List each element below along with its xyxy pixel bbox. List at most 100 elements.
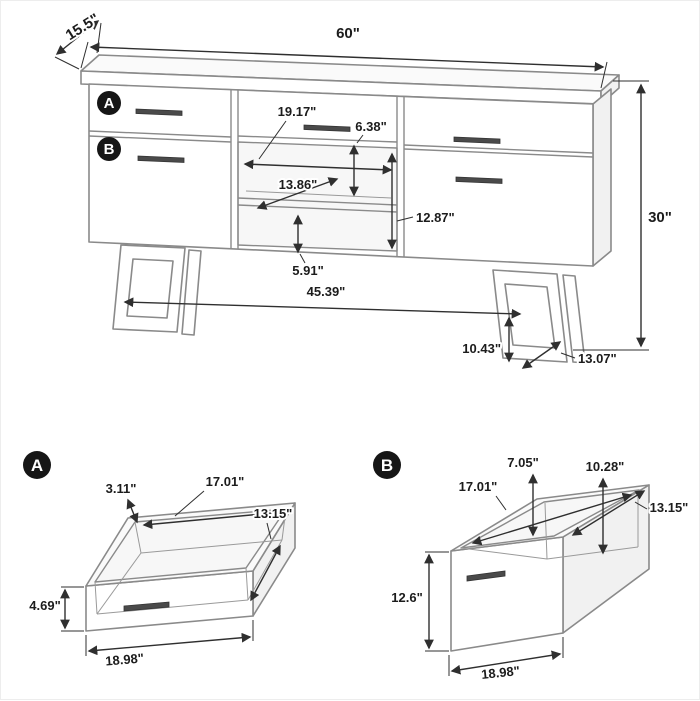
dim-a-rail-line — [126, 498, 139, 524]
dim-opening-width-leader — [258, 120, 287, 160]
drawer-b-floor-back — [546, 546, 639, 560]
middle-drawer-handle — [303, 124, 351, 132]
right-rear-leg — [562, 274, 586, 364]
dim-leg-depth-label: 13.07" — [578, 351, 617, 366]
drawer-a-floor-left — [96, 552, 142, 615]
left-rear-leg — [181, 249, 202, 336]
dim-width: 60" — [80, 23, 608, 89]
dim-b-overall: 18.98" — [448, 637, 564, 684]
dim-a-depth: 13.15" — [250, 504, 294, 602]
marker-b-letter: B — [104, 141, 115, 158]
drawer-a-inner-back-left — [134, 521, 142, 554]
dim-depth-label: 15.5" — [63, 10, 103, 44]
dim-a-rail-label: 3.11" — [106, 481, 137, 496]
detail-a-badge-letter: A — [31, 456, 43, 475]
dim-right-height-leader — [396, 216, 414, 222]
detail-a-view: A 3.11" 1 — [23, 451, 296, 671]
dim-leg-depth-line — [521, 341, 562, 369]
dim-shelf-depth: 13.86" — [256, 175, 339, 210]
dim-a-overall: 18.98" — [85, 620, 254, 671]
detail-a-badge-circle — [23, 451, 51, 479]
marker-a-letter: A — [104, 95, 115, 112]
dim-opening-width-line — [243, 159, 393, 175]
dim-b-depth-line — [571, 490, 646, 536]
dim-leg-span: 45.39" — [123, 282, 522, 319]
drawer-a-inner-front-right — [245, 567, 249, 601]
dim-right-height: 12.87" — [387, 152, 457, 250]
marker-a-circle — [97, 91, 121, 115]
dim-b-depth-label: 13.15" — [650, 500, 689, 515]
dim-leg-depth: 13.07" — [521, 341, 619, 369]
dim-depth-line — [55, 20, 100, 55]
detail-b-view: B 7.05" 10.28" 17.01" — [373, 451, 690, 684]
dim-leg-span-line — [123, 297, 522, 319]
dim-a-depth-leader — [266, 522, 272, 540]
dim-b-height-label: 12.6" — [391, 590, 422, 605]
drawer-b-drawing — [450, 484, 650, 652]
dim-cubby-height: 6.38" — [349, 117, 389, 197]
middle-drawer-gap — [237, 135, 398, 143]
drawer-a-floor-back — [140, 539, 283, 554]
left-leg — [112, 244, 186, 333]
marker-a-detail: A — [23, 451, 51, 479]
dim-width-ext-left — [80, 41, 89, 69]
detail-b-badge-circle — [373, 451, 401, 479]
dim-lower-height: 5.91" — [290, 214, 326, 280]
sideboard-drawing — [80, 54, 620, 364]
dim-b-inner-height-label: 10.28" — [586, 459, 625, 474]
dim-b-rail-label: 7.05" — [507, 455, 538, 470]
drawer-b-handle — [466, 570, 506, 582]
detail-b-badge-letter: B — [381, 456, 393, 475]
marker-b-main: B — [97, 137, 121, 161]
main-view: A B 60" 15.5" 30" — [54, 8, 674, 369]
right-end-panel — [592, 88, 612, 267]
dim-leg-depth-leader — [560, 352, 576, 359]
dim-a-height: 4.69" — [27, 586, 84, 632]
dim-a-height-label: 4.69" — [29, 598, 60, 613]
right-door-handle — [455, 176, 503, 184]
dim-a-depth-line — [250, 544, 281, 602]
drawer-a-floor-front — [96, 599, 249, 615]
dim-shelf-depth-line — [256, 177, 339, 210]
dim-b-width-leader — [495, 495, 507, 511]
dim-width-label: 60" — [336, 25, 360, 42]
dim-b-overall-line — [450, 650, 562, 675]
drawer-a-drawing — [85, 502, 296, 632]
dim-b-overall-label: 18.98" — [481, 663, 521, 682]
right-drawer-gap-bottom — [403, 148, 594, 158]
dim-a-width-label: 17.01" — [206, 474, 245, 489]
dim-a-depth-label: 13.15" — [254, 506, 293, 521]
dim-height: 30" — [573, 80, 674, 351]
left-drawer-gap-bottom — [88, 135, 232, 143]
dim-a-width: 17.01" — [142, 472, 285, 530]
dim-b-rail: 7.05" — [505, 453, 541, 537]
marker-b-circle — [97, 137, 121, 161]
drawer-b-floor-left-hint — [460, 547, 548, 560]
dim-opening-width-label: 19.17" — [278, 104, 317, 119]
dim-lower-height-leader — [299, 253, 306, 264]
dim-a-width-line — [142, 507, 285, 530]
dim-a-rail: 3.11" — [104, 479, 139, 524]
dim-leg-height: 10.43" — [460, 316, 514, 363]
right-leg — [492, 269, 568, 363]
dim-depth-ext-front — [54, 56, 80, 70]
dim-opening-width: 19.17" — [243, 102, 393, 175]
marker-b-detail: B — [373, 451, 401, 479]
dim-cubby-label: 6.38" — [355, 119, 386, 134]
dim-leg-span-label: 45.39" — [307, 284, 346, 299]
drawer-a-inner-front-left — [94, 581, 98, 615]
dim-a-overall-label: 18.98" — [105, 650, 145, 668]
right-drawer-handle — [453, 136, 501, 144]
dim-width-ext-right — [600, 61, 608, 89]
dim-b-depth: 13.15" — [571, 490, 690, 536]
dim-shelf-depth-label: 13.86" — [279, 177, 318, 192]
dim-right-height-label: 12.87" — [416, 210, 455, 225]
dim-lower-height-label: 5.91" — [292, 263, 323, 278]
left-drawer-handle — [135, 108, 183, 116]
dim-a-overall-line — [87, 632, 252, 656]
dim-leg-height-label: 10.43" — [462, 341, 501, 356]
left-door-handle — [137, 155, 185, 163]
drawer-a-handle — [123, 601, 170, 612]
